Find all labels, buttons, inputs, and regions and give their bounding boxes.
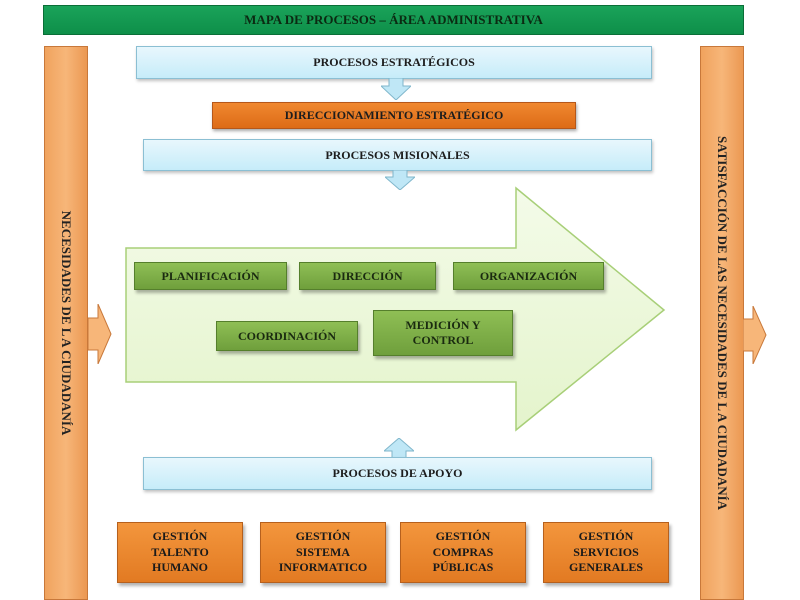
organizacion-box: ORGANIZACIÓN <box>453 262 604 290</box>
procesos-estrategicos-bar: PROCESOS ESTRATÉGICOS <box>136 46 652 79</box>
medicion-control-label: MEDICIÓN Y CONTROL <box>405 318 481 347</box>
right-side-label: SATISFACCIÓN DE LAS NECESIDADES DE L A C… <box>715 135 730 511</box>
apoyo-label: GESTIÓN COMPRAS PÚBLICAS <box>432 529 494 575</box>
gestion-sistema-informatico-box: GESTIÓN SISTEMA INFORMATICO <box>260 522 386 583</box>
apoyo-label: GESTIÓN TALENTO HUMANO <box>151 529 209 575</box>
apoyo-label: GESTIÓN SISTEMA INFORMATICO <box>278 529 368 575</box>
medicion-control-box: MEDICIÓN Y CONTROL <box>373 310 513 356</box>
left-side-label: NECESIDADES DE L A CIUDADANÍA <box>59 210 74 436</box>
apoyo-label: GESTIÓN SERVICIOS GENERALES <box>568 529 644 575</box>
gestion-compras-publicas-box: GESTIÓN COMPRAS PÚBLICAS <box>400 522 526 583</box>
left-side-bar: NECESIDADES DE L A CIUDADANÍA <box>44 46 88 600</box>
right-side-bar: SATISFACCIÓN DE LAS NECESIDADES DE L A C… <box>700 46 744 600</box>
direccionamiento-estrategico-bar: DIRECCIONAMIENTO ESTRATÉGICO <box>212 102 576 129</box>
down-arrow-icon <box>381 78 411 100</box>
procesos-apoyo-bar: PROCESOS DE APOYO <box>143 457 652 490</box>
diagram-title: MAPA DE PROCESOS – ÁREA ADMINISTRATIVA <box>43 5 744 35</box>
gestion-talento-humano-box: GESTIÓN TALENTO HUMANO <box>117 522 243 583</box>
right-output-arrow-icon <box>743 306 767 364</box>
gestion-servicios-generales-box: GESTIÓN SERVICIOS GENERALES <box>543 522 669 583</box>
left-input-arrow-icon <box>88 304 112 364</box>
direccion-box: DIRECCIÓN <box>299 262 436 290</box>
coordinacion-box: COORDINACIÓN <box>216 321 358 351</box>
up-arrow-icon <box>384 438 414 458</box>
procesos-misionales-bar: PROCESOS MISIONALES <box>143 139 652 171</box>
misional-process-arrow-icon <box>125 186 666 432</box>
planificacion-box: PLANIFICACIÓN <box>134 262 287 290</box>
down-arrow-icon <box>385 170 415 190</box>
